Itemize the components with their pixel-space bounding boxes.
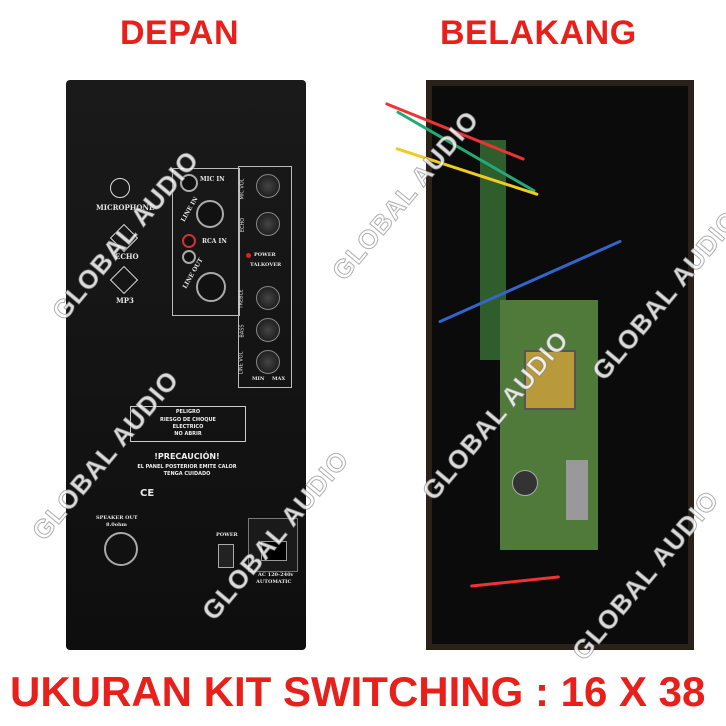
- mic-vol-label: MIC VOL: [239, 178, 246, 200]
- bass-label: BASS: [239, 324, 246, 338]
- echo-knob[interactable]: [256, 212, 280, 236]
- warning-label: PELIGRO RIESGO DE CHOQUE ELECTRICO NO AB…: [130, 406, 246, 442]
- speaker-out-label: SPEAKER OUT: [96, 515, 138, 521]
- ce-mark: CE: [140, 488, 155, 499]
- caution-title: !PRECAUCIÓN!: [154, 452, 220, 461]
- min-label: MIN: [252, 376, 265, 382]
- treble-label: TREBLE: [238, 289, 245, 309]
- caution-label: !PRECAUCIÓN! EL PANEL POSTERIOR EMITE CA…: [130, 452, 244, 482]
- ac-automatic-label: AUTOMATIC: [256, 579, 292, 585]
- warning-line1: RIESGO DE CHOQUE: [160, 417, 216, 423]
- microphone-label: MICROPHONE: [96, 203, 155, 212]
- rca-in-label: RCA IN: [202, 238, 227, 245]
- treble-knob[interactable]: [256, 286, 280, 310]
- capacitor: [512, 470, 538, 496]
- size-caption: UKURAN KIT SWITCHING : 16 X 38: [10, 668, 706, 715]
- mic-vol-knob[interactable]: [256, 174, 280, 198]
- line-vol-knob[interactable]: [256, 350, 280, 374]
- talkover-label: TALKOVER: [250, 262, 282, 268]
- caution-line1: EL PANEL POSTERIOR EMITE CALOR: [137, 464, 237, 470]
- iec-power-socket[interactable]: [248, 518, 298, 572]
- knob-section: [238, 166, 292, 388]
- ac-voltage-label: AC 120-240v: [258, 572, 294, 578]
- warning-title: PELIGRO: [175, 409, 201, 415]
- power-switch-label: POWER: [216, 532, 238, 538]
- warning-line2: ELECTRICO: [172, 424, 204, 430]
- rca-in-right-jack[interactable]: [182, 250, 196, 264]
- max-label: MAX: [272, 376, 286, 382]
- power-switch[interactable]: [218, 544, 234, 568]
- mic-in-label: MIC IN: [200, 176, 225, 183]
- warning-line3: NO ABRIR: [174, 431, 202, 437]
- microphone-icon: [110, 178, 130, 198]
- front-heading: DEPAN: [120, 14, 239, 52]
- input-section: [172, 168, 240, 316]
- echo-knob-label: ECHO: [240, 217, 247, 233]
- power-led: [246, 253, 251, 258]
- echo-label: ECHO: [115, 252, 139, 261]
- line-vol-label: LINE VOL: [238, 351, 245, 375]
- mic-in-jack[interactable]: [180, 174, 198, 192]
- speakon-output-jack[interactable]: [104, 532, 138, 566]
- transformer: [524, 350, 576, 410]
- back-heading: BELAKANG: [440, 14, 637, 52]
- mp3-label: MP3: [116, 296, 134, 305]
- caution-line2: TENGA CUIDADO: [163, 471, 211, 477]
- line-out-xlr-jack[interactable]: [196, 272, 226, 302]
- heatsink: [566, 460, 588, 520]
- power-led-label: POWER: [254, 252, 276, 258]
- line-in-xlr-jack[interactable]: [196, 200, 224, 228]
- rca-in-left-jack[interactable]: [182, 234, 196, 248]
- speaker-impedance-label: 8.0ohm: [106, 522, 127, 528]
- bass-knob[interactable]: [256, 318, 280, 342]
